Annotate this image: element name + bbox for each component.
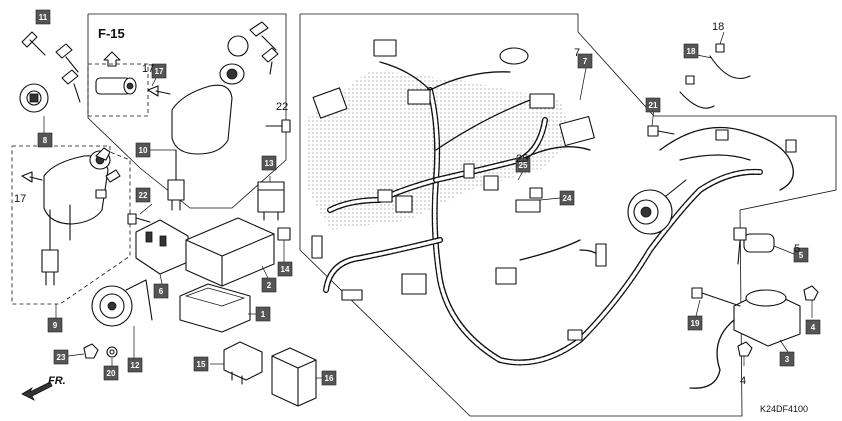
front-direction-label: FR. <box>48 375 66 387</box>
svg-text:25: 25 <box>519 161 528 170</box>
svg-text:5: 5 <box>799 251 804 260</box>
callout-2: 2 <box>261 277 277 293</box>
callout-7: 7 <box>577 53 593 69</box>
left-switch-frame <box>11 145 131 305</box>
callout-14: 14 <box>277 261 293 277</box>
svg-text:16: 16 <box>325 374 334 383</box>
nut-4-upper <box>803 285 819 301</box>
relay-15 <box>223 341 263 385</box>
relay-13 <box>257 181 285 221</box>
harness-connectors <box>311 39 607 341</box>
bolt-22-lower <box>127 213 151 225</box>
plain-callout-5: 5 <box>794 243 800 255</box>
callout-23: 23 <box>53 349 69 365</box>
plain-callout-17-inset: 17 <box>142 63 154 75</box>
plain-callout-22: 22 <box>276 101 288 113</box>
ignition-switch-left <box>41 147 121 286</box>
svg-text:14: 14 <box>281 265 290 274</box>
relay-16 <box>271 347 317 407</box>
svg-text:24: 24 <box>563 194 572 203</box>
figure-ref-label: F-15 <box>98 26 125 41</box>
callout-6: 6 <box>153 283 169 299</box>
callout-1: 1 <box>255 306 271 322</box>
svg-text:13: 13 <box>265 159 274 168</box>
plain-callout-4: 4 <box>740 375 746 387</box>
ignition-coil-3 <box>689 289 801 389</box>
fuse-14 <box>277 227 291 241</box>
screw-17-left <box>21 171 43 183</box>
svg-text:17: 17 <box>155 67 164 76</box>
callout-3: 3 <box>779 351 795 367</box>
svg-text:2: 2 <box>267 281 272 290</box>
callout-11: 11 <box>35 9 51 25</box>
callout-5: 5 <box>793 247 809 263</box>
svg-text:4: 4 <box>811 323 816 332</box>
svg-text:21: 21 <box>649 101 658 110</box>
nut-4-lower <box>737 341 753 357</box>
sub-harness-right <box>659 126 797 191</box>
plain-callout-17-left: 17 <box>14 193 26 205</box>
callout-25: 25 <box>515 157 531 173</box>
bolt-22-upper <box>265 119 291 133</box>
wire-harness <box>323 61 763 366</box>
callout-10: 10 <box>135 142 151 158</box>
callout-15: 15 <box>193 356 209 372</box>
front-direction-arrow <box>21 381 53 401</box>
washer-20 <box>106 346 118 358</box>
key-cylinder <box>87 63 149 117</box>
diagram-code: K24DF4100 <box>760 404 808 414</box>
callout-8: 8 <box>37 132 53 148</box>
callout-19: 19 <box>687 315 703 331</box>
svg-text:20: 20 <box>107 369 116 378</box>
plain-callout-18: 18 <box>712 21 724 33</box>
screw-17-inset <box>147 85 171 97</box>
svg-text:10: 10 <box>139 146 148 155</box>
callout-16: 16 <box>321 370 337 386</box>
key-inset <box>227 21 279 75</box>
bolt-21 <box>647 125 675 137</box>
condenser <box>627 179 687 235</box>
bolt-19 <box>691 287 741 307</box>
plain-callout-25: 25 <box>516 153 528 165</box>
control-unit-2 <box>185 217 275 287</box>
svg-text:6: 6 <box>159 287 164 296</box>
callout-18: 18 <box>683 43 699 59</box>
inset-frame-f15 <box>87 13 287 209</box>
svg-text:7: 7 <box>583 57 588 66</box>
svg-text:15: 15 <box>197 360 206 369</box>
key-set <box>19 31 81 113</box>
bolt-23 <box>83 343 99 359</box>
callout-21: 21 <box>645 97 661 113</box>
svg-text:9: 9 <box>53 321 58 330</box>
spark-plug-cap-5 <box>733 227 775 265</box>
callout-22: 22 <box>135 187 151 203</box>
callout-9: 9 <box>47 317 63 333</box>
svg-text:23: 23 <box>57 353 66 362</box>
callout-4: 4 <box>805 319 821 335</box>
svg-text:22: 22 <box>139 191 148 200</box>
callout-12: 12 <box>127 357 143 373</box>
main-harness-frame <box>299 13 837 417</box>
plain-callout-7: 7 <box>574 47 580 59</box>
svg-text:19: 19 <box>691 319 700 328</box>
callout-24: 24 <box>559 190 575 206</box>
regulator-6 <box>135 219 189 275</box>
svg-text:18: 18 <box>687 47 696 56</box>
svg-text:12: 12 <box>131 361 140 370</box>
svg-text:8: 8 <box>43 136 48 145</box>
callout-17: 17 <box>151 63 167 79</box>
svg-text:3: 3 <box>785 355 790 364</box>
inset-arrow <box>103 51 121 67</box>
clamps <box>679 43 751 109</box>
ignition-switch-inset <box>167 63 245 211</box>
callout-13: 13 <box>261 155 277 171</box>
callout-20: 20 <box>103 365 119 381</box>
svg-text:11: 11 <box>39 13 48 22</box>
horn <box>91 279 153 327</box>
svg-text:1: 1 <box>261 310 266 319</box>
cover-1 <box>179 283 251 333</box>
